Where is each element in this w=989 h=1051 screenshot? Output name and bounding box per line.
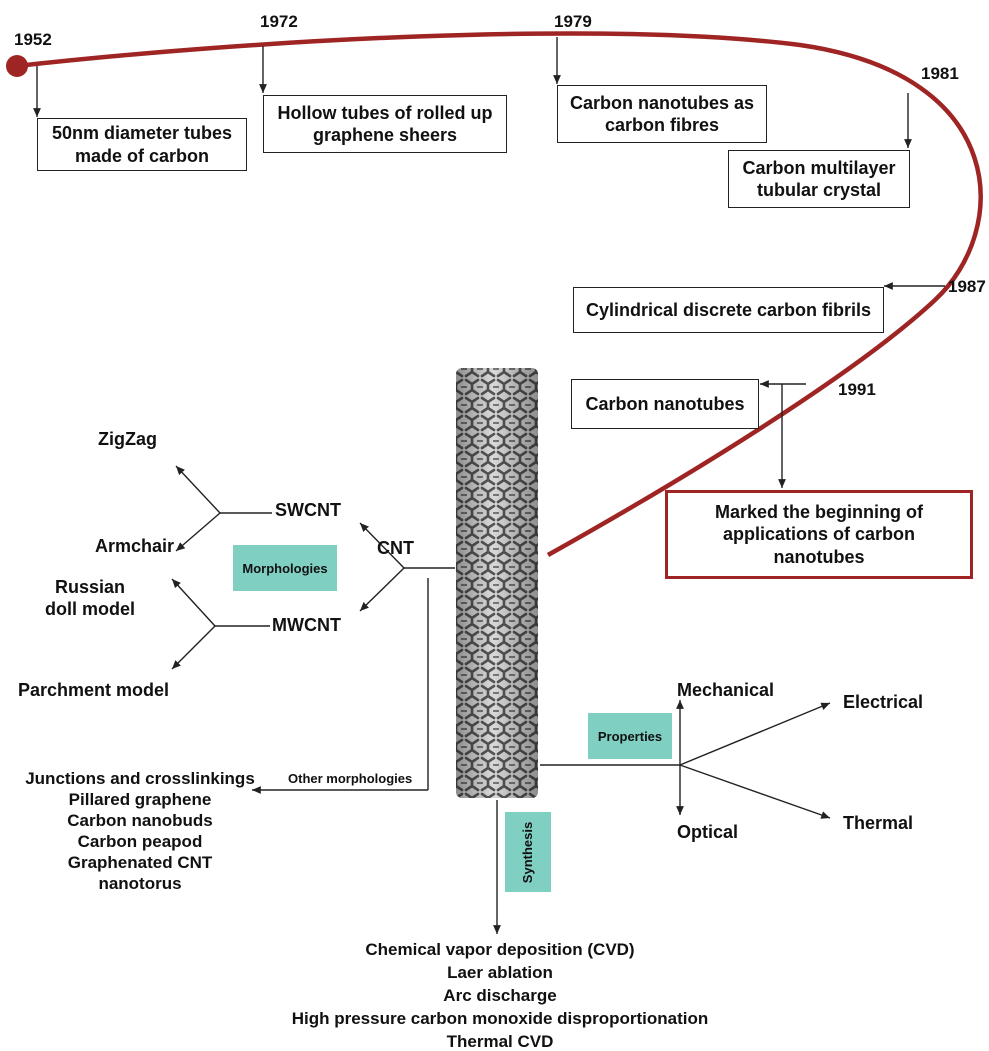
year-1979: 1979 <box>554 12 592 31</box>
synthesis-method: Chemical vapor deposition (CVD) <box>365 940 635 959</box>
other-item: Carbon nanobuds <box>67 811 213 830</box>
cnt-label: CNT <box>377 538 414 558</box>
optical-label: Optical <box>677 822 739 842</box>
event-box-1952: 50nm diameter tubes made of carbon <box>37 118 247 171</box>
mechanical-label: Mechanical <box>677 680 775 700</box>
armchair-label: Armchair <box>95 536 175 556</box>
properties-tag: Properties <box>588 713 672 759</box>
year-1991: 1991 <box>838 380 876 399</box>
other-item: Graphenated CNT <box>67 853 213 872</box>
thermal-label: Thermal <box>843 813 914 833</box>
other-item: nanotorus <box>98 874 182 893</box>
zigzag-label: ZigZag <box>98 429 157 449</box>
synthesis-tag: Synthesis <box>505 812 551 892</box>
event-box-1981: Carbon multilayer tubular crystal <box>728 150 910 208</box>
mwcnt-label: MWCNT <box>272 615 341 635</box>
year-1987: 1987 <box>948 277 986 296</box>
russian-doll-label: Russian doll model <box>45 577 135 619</box>
year-1981: 1981 <box>921 64 959 83</box>
year-1972: 1972 <box>260 12 298 31</box>
nanotube-illustration <box>456 368 538 798</box>
year-1952: 1952 <box>14 30 52 49</box>
synthesis-tag-text: Synthesis <box>520 821 536 883</box>
timeline-curve <box>16 31 983 557</box>
synthesis-method: High pressure carbon monoxide disproport… <box>291 1009 709 1028</box>
synthesis-method: Arc discharge <box>443 986 557 1005</box>
other-morphologies-label: Other morphologies <box>288 771 413 786</box>
morphologies-tag: Morphologies <box>233 545 337 591</box>
event-box-1972: Hollow tubes of rolled up graphene sheer… <box>263 95 507 153</box>
highlight-box: Marked the beginning of applications of … <box>665 490 973 579</box>
synthesis-method: Laer ablation <box>447 963 553 982</box>
other-item: Junctions and crosslinkings <box>25 769 255 788</box>
event-box-1991: Carbon nanotubes <box>571 379 759 429</box>
timeline-start-dot <box>6 55 28 77</box>
event-box-1987: Cylindrical discrete carbon fibrils <box>573 287 884 333</box>
other-item: Carbon peapod <box>77 832 203 851</box>
parchment-label: Parchment model <box>18 680 170 700</box>
swcnt-label: SWCNT <box>275 500 341 520</box>
synthesis-method: Thermal CVD <box>446 1032 554 1051</box>
electrical-label: Electrical <box>843 692 924 712</box>
other-morphologies-list: Junctions and crosslinkings Pillared gra… <box>10 768 270 894</box>
event-box-1979: Carbon nanotubes as carbon fibres <box>557 85 767 143</box>
other-item: Pillared graphene <box>68 790 212 809</box>
synthesis-methods-list: Chemical vapor deposition (CVD) Laer abl… <box>240 938 760 1051</box>
